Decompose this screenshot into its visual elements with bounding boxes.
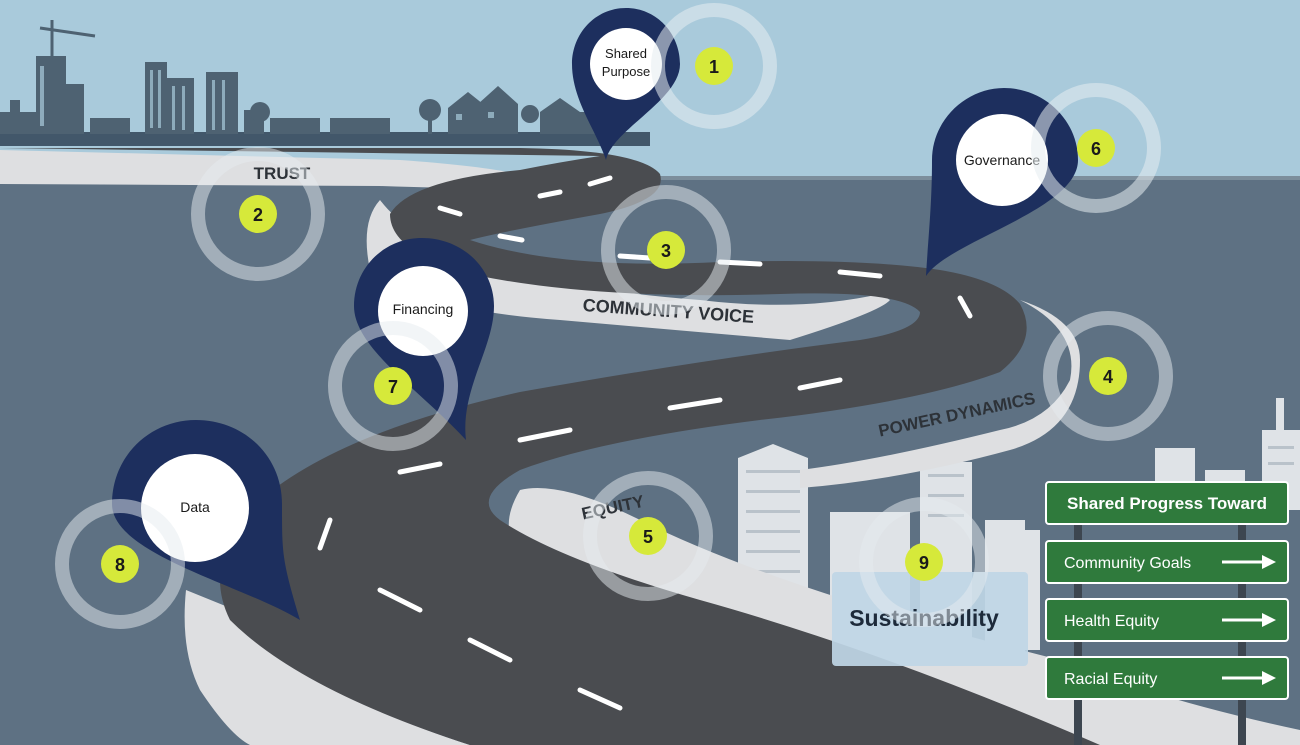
right-arrow-icon: [1222, 555, 1276, 569]
sign-health-equity-text: Health Equity: [1064, 613, 1159, 630]
badge-4-number: 4: [1103, 367, 1113, 387]
pin-shared-purpose-line2: Purpose: [602, 64, 650, 79]
far-skyline-windows: [40, 66, 494, 130]
badge-9-number: 9: [919, 553, 929, 573]
pin-data-label: Data: [180, 499, 210, 515]
badge-2-number: 2: [253, 205, 263, 225]
badge-2: 2: [191, 147, 325, 281]
right-arrow-icon: [1222, 613, 1276, 627]
badge-9: 9: [859, 497, 989, 627]
badge-8-number: 8: [115, 555, 125, 575]
lane-markings: [317, 175, 973, 711]
badge-6: 6: [1031, 83, 1161, 213]
badge-6-number: 6: [1091, 139, 1101, 159]
badge-4: 4: [1043, 311, 1173, 441]
badge-7: 7: [328, 321, 458, 451]
pin-shared-purpose: Shared Purpose: [572, 8, 680, 160]
badge-8: 8: [55, 499, 185, 629]
badge-3: 3: [601, 185, 731, 315]
sign-racial-equity: [1045, 656, 1289, 700]
badge-1: 1: [651, 3, 777, 129]
sign-community-goals-text: Community Goals: [1064, 555, 1191, 572]
badge-5: 5: [583, 471, 713, 601]
sign-header: [1045, 481, 1289, 525]
pin-shared-purpose-line1: Shared: [605, 46, 647, 61]
badge-7-number: 7: [388, 377, 398, 397]
pin-financing-label: Financing: [393, 301, 454, 317]
badge-3-number: 3: [661, 241, 671, 261]
signpost: Shared Progress Toward Community Goals H…: [1045, 481, 1289, 745]
right-arrow-icon: [1222, 671, 1276, 685]
pin-governance-label: Governance: [964, 152, 1040, 168]
badge-1-number: 1: [709, 57, 719, 77]
sign-health-equity: [1045, 598, 1289, 642]
badge-5-number: 5: [643, 527, 653, 547]
far-shore: [0, 132, 650, 146]
sign-racial-equity-text: Racial Equity: [1064, 671, 1157, 688]
sign-community-goals: [1045, 540, 1289, 584]
sign-header-text: Shared Progress Toward: [1067, 494, 1267, 513]
